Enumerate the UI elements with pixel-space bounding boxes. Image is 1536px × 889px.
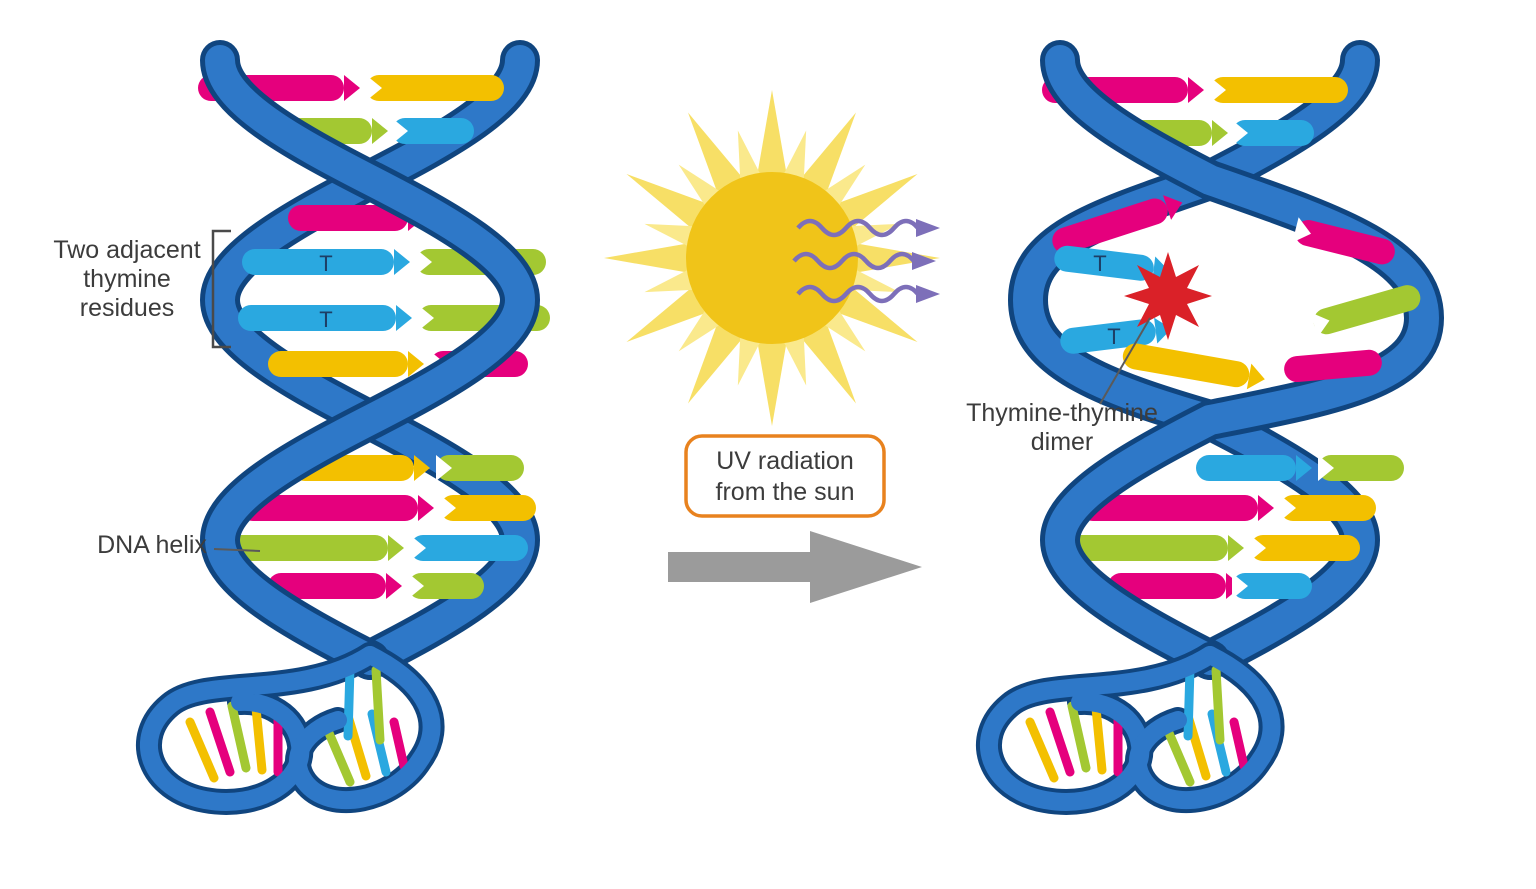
- uv-wave-icons: [792, 218, 920, 304]
- thymine-letter: T: [1107, 324, 1120, 349]
- helix-strand-front: [204, 45, 536, 675]
- helix-unwound-tail: [989, 655, 1272, 802]
- left-dna-helix: T T: [136, 40, 550, 815]
- label-dna-helix: DNA helix: [97, 531, 261, 559]
- arrowhead-icon: [912, 252, 936, 270]
- label-box: [684, 434, 886, 518]
- base-pair-row: [228, 535, 528, 561]
- broken-base-pair: [1052, 195, 1183, 254]
- pointer-line: [1099, 317, 1151, 405]
- base-pair-row: [1080, 495, 1376, 521]
- helix-strand-front: [1044, 45, 1440, 675]
- thymine-letter: T: [319, 307, 332, 332]
- thymine-dimer-star-icon: [1124, 252, 1212, 340]
- label-line: DNA helix: [97, 531, 207, 559]
- label-line: residues: [80, 294, 175, 322]
- label-two-adjacent-thymine: Two adjacent thymine residues: [53, 229, 231, 349]
- label-line: Two adjacent: [53, 236, 200, 264]
- uv-radiation-label-box: UV radiation from the sun: [684, 434, 886, 518]
- uv-wave-arrowheads: [912, 219, 940, 303]
- thymine-letter: T: [319, 251, 332, 276]
- pointer-line: [213, 548, 261, 552]
- base-pair-row: [1196, 455, 1404, 481]
- label-thymine-dimer: Thymine-thymine dimer: [966, 317, 1158, 456]
- base-pair-row: [292, 455, 524, 481]
- helix-unwound-tail: [136, 642, 445, 815]
- transition-arrow-icon: [668, 531, 922, 603]
- uv-wave: [792, 251, 916, 271]
- base-pair-row: [1108, 573, 1312, 599]
- bracket: [211, 229, 231, 349]
- label-line: thymine: [83, 265, 171, 293]
- base-pair-row: [1068, 535, 1360, 561]
- right-dna-helix: T T: [989, 40, 1445, 802]
- base-pair-row: [268, 573, 484, 599]
- uv-wave: [796, 218, 920, 238]
- uv-wave: [796, 284, 920, 304]
- arrowhead-icon: [916, 285, 940, 303]
- base-pair-row: [240, 495, 536, 521]
- thymine-letter: T: [1093, 251, 1106, 276]
- arrowhead-icon: [916, 219, 940, 237]
- broken-base-pair: [1284, 349, 1382, 383]
- sun-core: [686, 172, 858, 344]
- sun-icon: [604, 90, 940, 426]
- label-line: dimer: [1031, 428, 1094, 456]
- label-line: from the sun: [716, 478, 855, 506]
- broken-base-pair: [1122, 343, 1265, 390]
- broken-base-pair: [1292, 217, 1395, 265]
- label-line: UV radiation: [716, 447, 854, 475]
- sun-rays-long: [604, 90, 940, 426]
- broken-base-pair: [1310, 285, 1421, 338]
- label-line: Thymine-thymine: [966, 399, 1158, 427]
